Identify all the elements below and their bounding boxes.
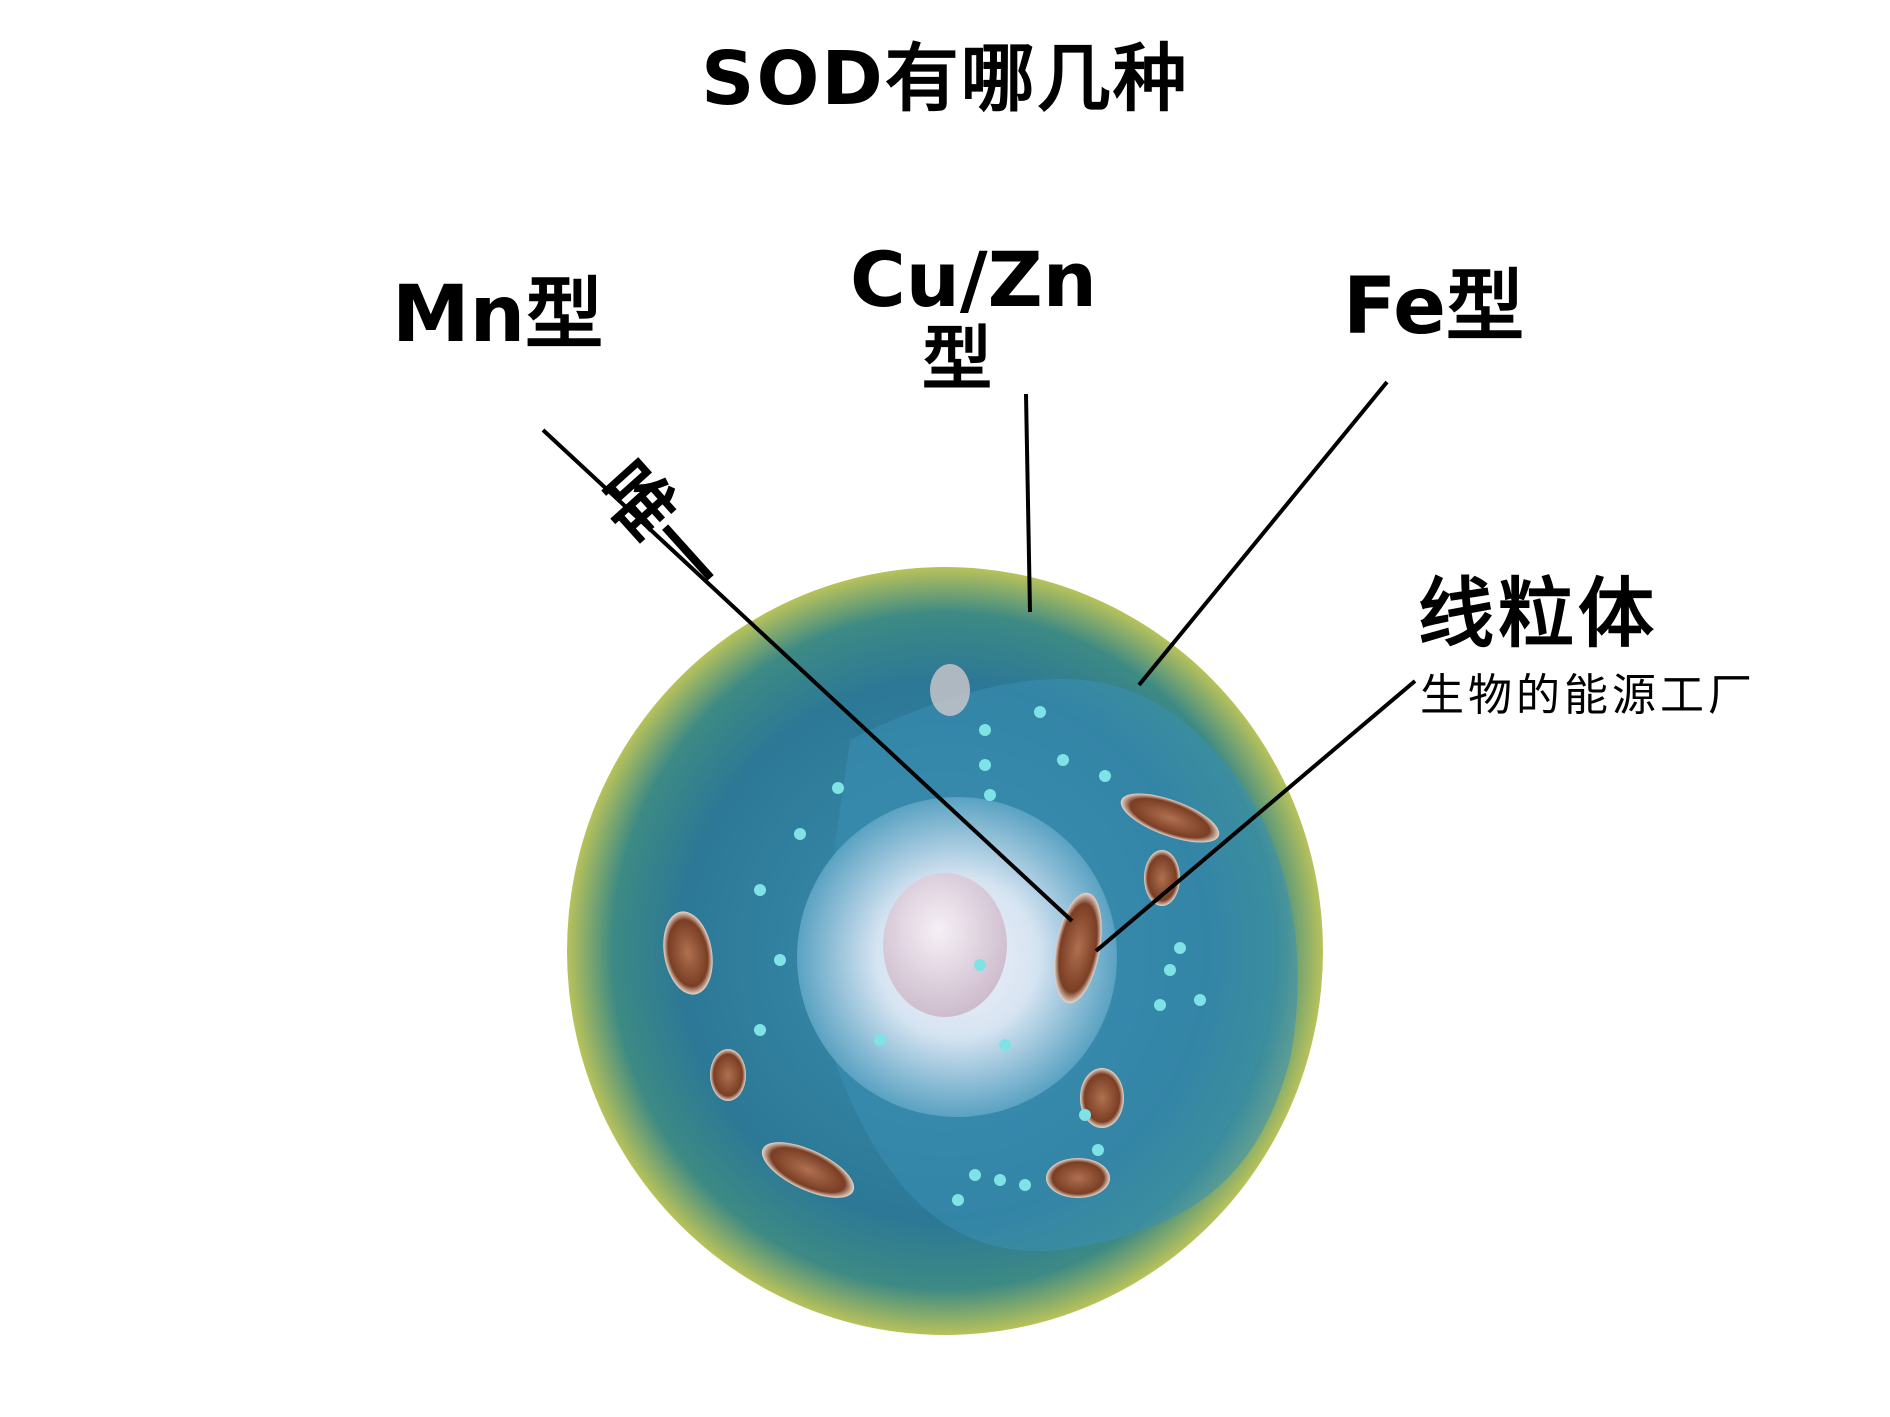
mitochondrion (1080, 1068, 1124, 1128)
nucleolus (883, 873, 1007, 1017)
label-cuzn-type: Cu/Zn (850, 235, 1097, 324)
mitochondrion (710, 1049, 746, 1101)
ribosomes (754, 706, 1206, 1206)
mitochondria-group (663, 664, 1220, 1198)
mitochondrion (1120, 793, 1220, 843)
mitochondrion (663, 911, 713, 995)
mitochondrion (1054, 892, 1102, 1004)
cell (567, 567, 1323, 1335)
label-mitochondria-note: 生物的能源工厂 (1420, 670, 1756, 721)
page-title: SOD有哪几种 (701, 36, 1189, 122)
mn-leader-line (541, 428, 1074, 923)
vesicle (930, 664, 970, 716)
mitochondrion (1046, 1158, 1110, 1198)
label-cuzn-type-suffix: 型 (922, 318, 992, 400)
mitochondrion (1144, 850, 1180, 906)
leader-lines (541, 380, 1417, 953)
label-mn-type: Mn型 (392, 270, 604, 360)
cuzn-leader-line (1024, 393, 1032, 613)
mitochondrion (761, 1142, 855, 1198)
label-mitochondria: 线粒体 (1418, 569, 1658, 658)
label-fe-type: Fe型 (1343, 262, 1525, 352)
fe-leader-line (1137, 380, 1389, 687)
mitochondria-leader-line (1094, 679, 1417, 953)
